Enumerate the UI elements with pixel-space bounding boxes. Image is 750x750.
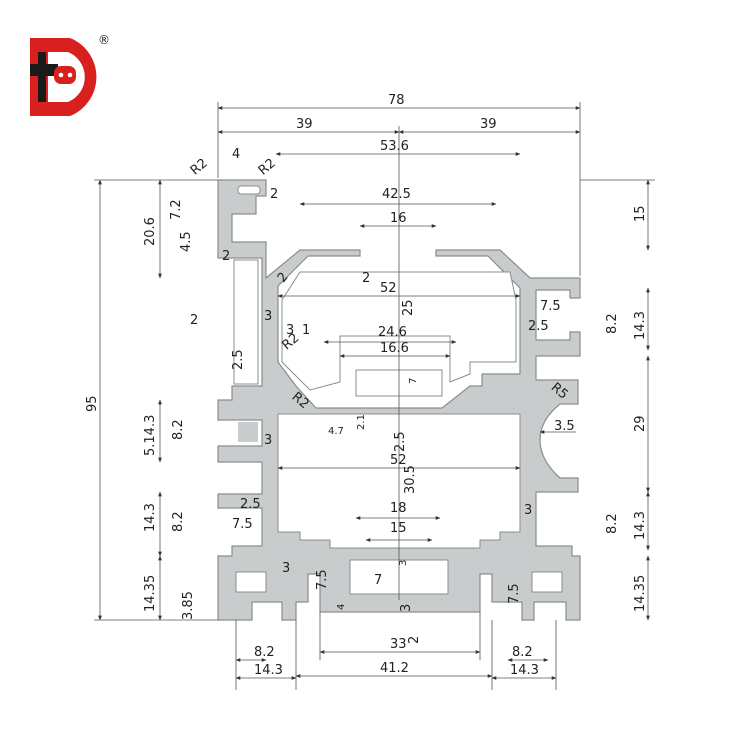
dim-slot-4: 4 — [232, 147, 240, 162]
dim-3-5: 3.5 — [554, 419, 575, 434]
dim-8-2-left-a: 8.2 — [171, 419, 186, 440]
dim-14-3-left-b: 14.3 — [143, 503, 158, 532]
dim-8-2-left-b: 8.2 — [171, 511, 186, 532]
dim-bottom-3-a: 3 — [282, 561, 290, 576]
dim-24-6: 24.6 — [378, 325, 407, 340]
dim-wall-2-a: 2 — [222, 249, 230, 264]
dim-2-5-left-b: 2.5 — [240, 497, 261, 512]
dim-14-35-left: 14.35 — [143, 575, 158, 612]
dim-slot-8-2-r: 8.2 — [605, 313, 620, 334]
dim-18: 18 — [390, 501, 407, 516]
dim-8-2-right-b: 8.2 — [605, 513, 620, 534]
dimension-labels: 78 39 39 53.6 42.5 16 R2 R2 4 2 20.6 7.2… — [85, 93, 648, 678]
dimension-lines — [94, 102, 655, 690]
dim-slot-7-5-r: 7.5 — [540, 299, 561, 314]
dim-42-5: 42.5 — [382, 187, 411, 202]
dim-bottom-3-c: 3 — [399, 604, 414, 612]
dim-4-5: 4.5 — [179, 231, 194, 252]
dim-inner-1: 1 — [302, 323, 310, 338]
dim-25: 25 — [401, 299, 416, 316]
dim-inner-2-b: 2 — [362, 271, 370, 286]
dim-slot-2-5-r: 2.5 — [528, 319, 549, 334]
dim-14-3-bottom-right: 14.3 — [510, 663, 539, 678]
dim-r2-b: R2 — [256, 156, 279, 179]
dim-41-2: 41.2 — [380, 661, 409, 676]
dim-15: 15 — [633, 205, 648, 222]
dim-wall-2-left: 2 — [190, 313, 198, 328]
dim-8-2-bottom-right: 8.2 — [512, 645, 533, 660]
dim-inner-7: 7 — [408, 378, 419, 384]
dim-52-mid: 52 — [390, 453, 407, 468]
dim-wall-3-a: 3 — [264, 309, 272, 324]
dim-3-85: 3.85 — [181, 591, 196, 620]
dim-33: 33 — [390, 637, 407, 652]
dim-52-top: 52 — [380, 281, 397, 296]
dim-top-overall: 78 — [388, 93, 405, 108]
dim-7-2: 7.2 — [169, 199, 184, 220]
dim-14-3-right-b: 14.3 — [633, 511, 648, 540]
dim-bottom-7: 7 — [374, 573, 382, 588]
dim-7-5-left-b: 7.5 — [232, 517, 253, 532]
dim-16-6: 16.6 — [380, 341, 409, 356]
dim-2-1: 2.1 — [356, 414, 367, 430]
dim-15-bottom: 15 — [390, 521, 407, 536]
dim-14-3-r-a: 14.3 — [633, 311, 648, 340]
dim-8-2-bottom-left: 8.2 — [254, 645, 275, 660]
dim-29: 29 — [633, 415, 648, 432]
dim-4-7: 4.7 — [328, 426, 344, 437]
dim-inner-3: 3 — [286, 323, 294, 338]
dim-2-5-center: 2.5 — [393, 431, 408, 452]
dim-14-3-bottom-left: 14.3 — [254, 663, 283, 678]
dim-2-5-left: 2.5 — [231, 349, 246, 370]
dim-bottom-7-5-a: 7.5 — [315, 569, 330, 590]
dim-5-14-3: 5.14.3 — [143, 415, 158, 456]
dim-bottom-2: 2 — [407, 636, 422, 644]
brand-logo: ® — [30, 33, 110, 116]
dim-wall-3-b: 3 — [264, 433, 272, 448]
dim-wall-3-c: 3 — [524, 503, 532, 518]
dim-top-left-half: 39 — [296, 117, 313, 132]
dim-95: 95 — [85, 395, 100, 412]
registered-mark: ® — [98, 33, 110, 47]
dim-bottom-4: 4 — [336, 604, 347, 610]
dim-16: 16 — [390, 211, 407, 226]
dim-r2-a: R2 — [188, 156, 211, 179]
dim-53-6: 53.6 — [380, 139, 409, 154]
dim-bottom-7-5-b: 7.5 — [507, 583, 522, 604]
dim-slot-2-top: 2 — [270, 187, 278, 202]
dim-bottom-3-b: 3 — [398, 560, 409, 566]
dim-top-right-half: 39 — [480, 117, 497, 132]
dim-20-6: 20.6 — [143, 217, 158, 246]
dim-14-35-right: 14.35 — [633, 575, 648, 612]
dim-30-5: 30.5 — [403, 465, 418, 494]
